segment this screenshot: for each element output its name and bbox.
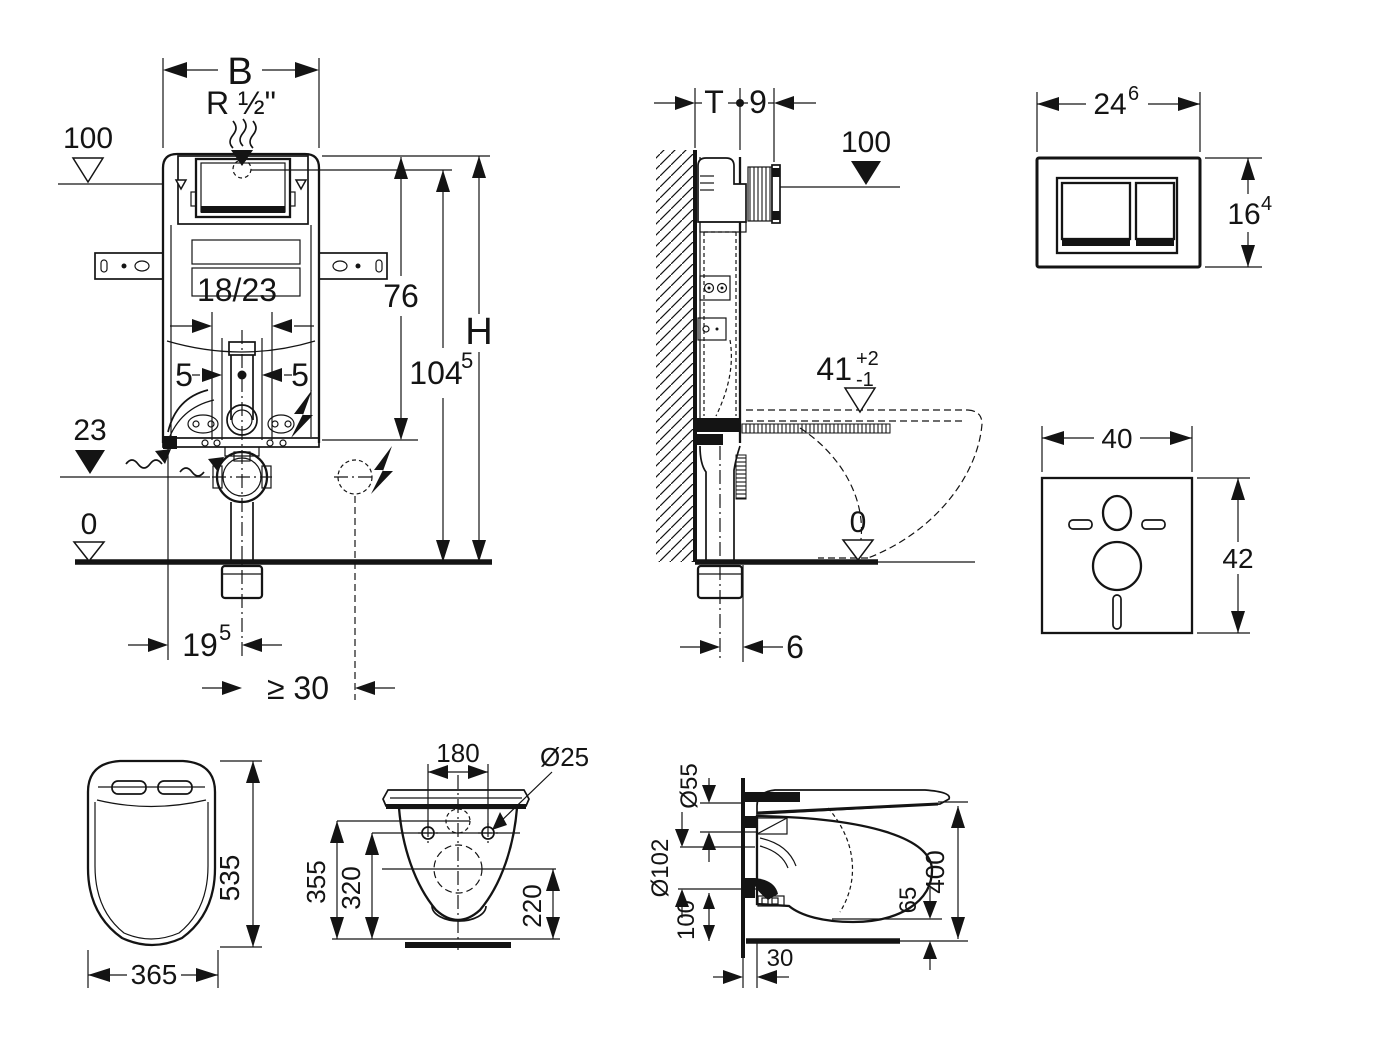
level-23-marker <box>75 450 105 474</box>
dim-104-label: 104 <box>409 355 462 391</box>
dim-24-sup: 6 <box>1128 83 1139 105</box>
dim-5-right-label: 5 <box>291 357 309 393</box>
water-level-mark-left <box>174 179 188 191</box>
water-flow-icon <box>229 120 237 149</box>
dim-365-label: 365 <box>131 959 178 990</box>
dim-42-label: 42 <box>1222 543 1253 574</box>
dim-t-label: T <box>704 84 724 120</box>
dim-40-label: 40 <box>1101 423 1132 454</box>
floor-mat <box>405 942 511 948</box>
bowl-profile <box>755 814 934 924</box>
level-100-marker <box>851 161 881 185</box>
frame-front-view: B R ½" 100 18/23 <box>58 51 493 706</box>
dim-104-sup: 5 <box>461 348 473 373</box>
supply-arrow-icon <box>231 150 253 166</box>
level-100-marker <box>71 157 105 184</box>
frame-side-view: T 9 100 41 +2 -1 <box>654 84 983 665</box>
seat-hinge-right <box>157 780 193 795</box>
bowl-side-view: Ø55 Ø102 100 30 400 65 <box>647 763 968 988</box>
dim-535-label: 535 <box>214 855 245 902</box>
dim-6-label: 6 <box>786 629 804 665</box>
level-0-label: 0 <box>81 508 98 541</box>
dim-41-label: 41 <box>816 351 852 387</box>
dim-220-label: 220 <box>517 884 547 927</box>
outlet-connector <box>735 454 747 500</box>
dim-41-tol-plus: +2 <box>856 348 879 370</box>
dim-5-left-label: 5 <box>175 357 193 393</box>
lightning-icon <box>371 446 393 494</box>
dim-19-label: 19 <box>182 627 218 663</box>
seat-top-view: 535 365 <box>86 759 262 990</box>
sound-pad-view: 40 42 <box>1040 423 1254 635</box>
wall-hatch <box>656 150 695 562</box>
flush-button-large <box>1060 181 1132 241</box>
dim-24-label: 24 <box>1093 88 1126 121</box>
dim-100-label: 100 <box>673 900 700 940</box>
lightning-icon <box>291 390 313 438</box>
seat-lid-outline <box>86 759 217 947</box>
level-100-label: 100 <box>841 126 891 159</box>
dim-9-label: 9 <box>749 84 767 120</box>
dim-320-label: 320 <box>336 866 366 909</box>
dim-180-label: 180 <box>436 738 479 768</box>
dim-dia55-label: Ø55 <box>676 763 703 808</box>
level-23-label: 23 <box>73 414 106 447</box>
dim-19-sup: 5 <box>219 620 231 645</box>
dim-dia25-label: Ø25 <box>540 742 589 772</box>
level-100-label: 100 <box>63 122 113 155</box>
dim-18-23-label: 18/23 <box>197 272 277 308</box>
flow-arrow-icon <box>125 459 163 469</box>
supply-sleeve <box>747 166 773 222</box>
dim-65-label: 65 <box>895 887 922 914</box>
dim-h-label: H <box>465 311 492 353</box>
threaded-rod <box>741 423 891 434</box>
sound-pad-body <box>1040 476 1194 635</box>
flush-plate-view: 24 6 16 4 <box>1035 83 1272 269</box>
dim-min30-label: ≥ 30 <box>267 670 329 706</box>
supply-thread-label: R ½" <box>206 85 276 121</box>
dim-b-label: B <box>227 51 252 93</box>
water-level-mark-right <box>294 179 308 191</box>
level-41-marker <box>843 387 877 414</box>
flush-button-small <box>1134 181 1176 241</box>
level-0-label: 0 <box>850 506 867 539</box>
level-0-marker <box>841 539 875 562</box>
dim-41-tol-minus: -1 <box>856 369 874 391</box>
dim-16-sup: 4 <box>1261 193 1272 215</box>
bowl-outline-dashed <box>746 409 983 559</box>
seat-hinge-left <box>111 780 147 795</box>
dim-76-label: 76 <box>383 278 419 314</box>
dim-400-label: 400 <box>920 850 950 893</box>
dim-dia102-label: Ø102 <box>647 839 674 898</box>
level-0-marker <box>72 541 106 563</box>
dim-355-label: 355 <box>301 860 331 903</box>
flush-plate-body <box>1035 156 1202 269</box>
bowl-rear-view: 180 Ø25 355 320 220 <box>301 738 589 950</box>
dim-16-label: 16 <box>1227 198 1260 231</box>
dim-30-label: 30 <box>767 945 794 972</box>
